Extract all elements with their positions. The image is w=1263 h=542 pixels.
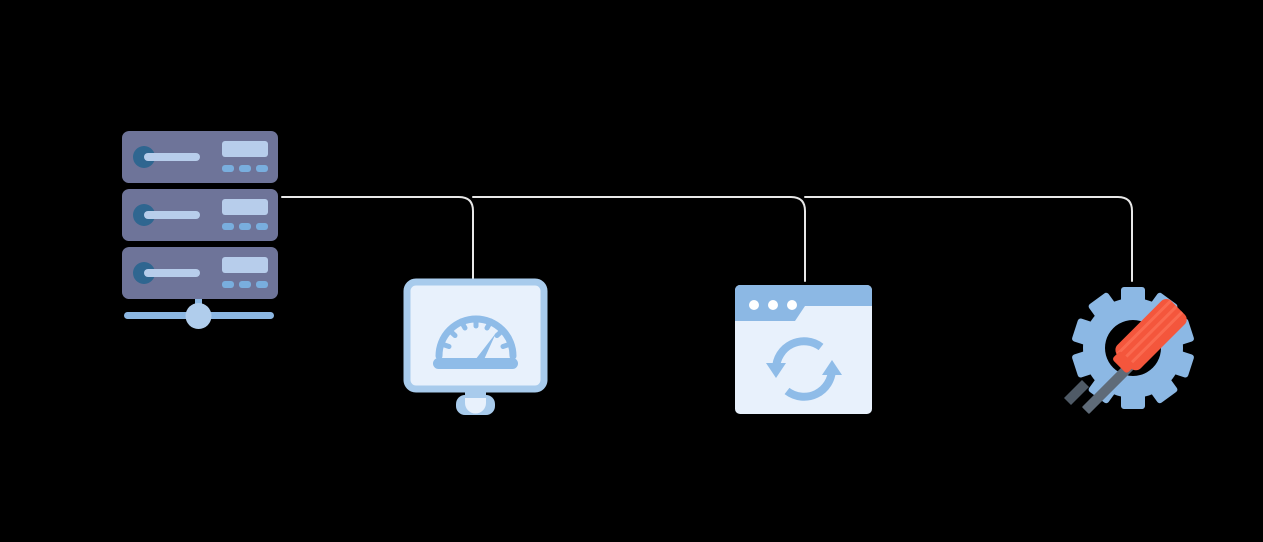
monitor-screen — [403, 278, 548, 393]
connector-path-gear — [804, 196, 1133, 282]
server-display-panel — [222, 199, 268, 215]
server-stand — [124, 299, 274, 329]
gauge-base-bar — [433, 358, 518, 369]
gauge-monitor-icon[interactable] — [403, 278, 548, 418]
browser-dot — [787, 300, 797, 310]
refresh-arrows — [772, 337, 836, 401]
server-rack-icon[interactable] — [118, 127, 288, 329]
browser-title-bar — [735, 285, 872, 321]
gauge-needle — [472, 333, 496, 364]
refresh-arrow-up — [822, 360, 842, 375]
monitor-stand — [456, 389, 495, 415]
server-unit-2 — [122, 189, 278, 241]
connector-path-monitor — [281, 196, 474, 281]
server-display-panel — [222, 257, 268, 273]
refresh-arrow-down — [766, 363, 786, 378]
gauge-dial — [435, 315, 517, 360]
server-unit-3 — [122, 247, 278, 299]
browser-dot — [749, 300, 759, 310]
screwdriver-handle — [1113, 299, 1187, 373]
connector-path-browser — [472, 196, 806, 282]
gear-shape — [1072, 287, 1194, 409]
browser-dot — [768, 300, 778, 310]
server-unit-1 — [122, 131, 278, 183]
gear-screwdriver-icon[interactable] — [1058, 280, 1200, 420]
screwdriver-tip — [1064, 380, 1089, 405]
browser-title-dots — [749, 300, 797, 310]
server-node-circle — [185, 303, 212, 329]
browser-refresh-icon[interactable] — [733, 283, 875, 417]
server-display-panel — [222, 141, 268, 157]
